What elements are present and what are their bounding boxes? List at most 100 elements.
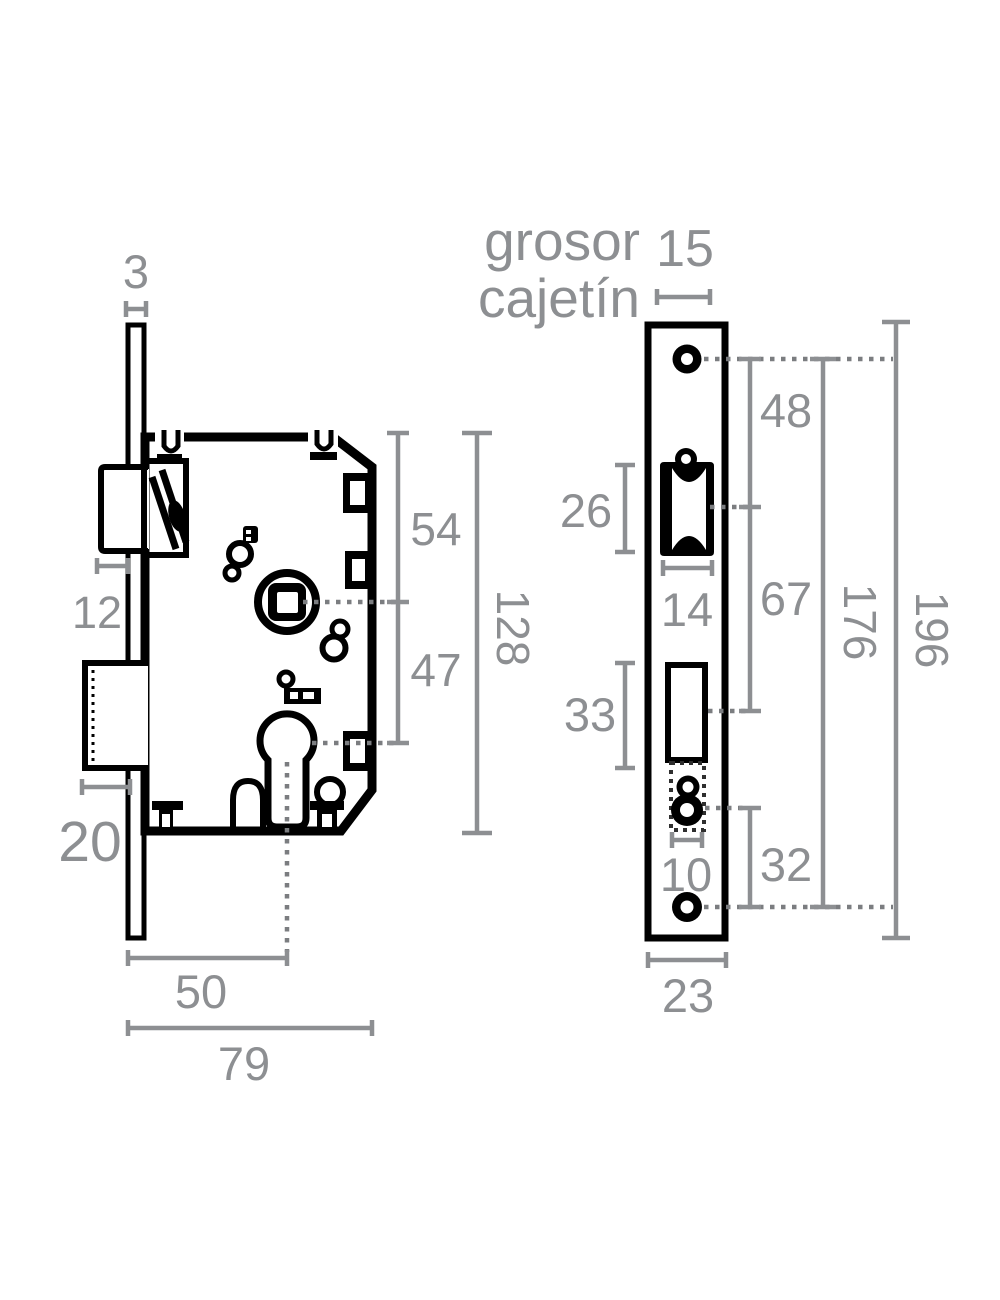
dim-label-10: 10: [660, 848, 712, 901]
deadbolt-outline: [82, 660, 148, 771]
latch-mechanism: [141, 458, 190, 558]
latch-box: [141, 458, 189, 558]
clip-hole: [350, 739, 365, 763]
foot-bar: [310, 801, 344, 810]
lever-block-hole-1: [246, 530, 251, 534]
cylinder-cutout: [669, 761, 706, 832]
latch-cutout-shape: [660, 462, 714, 556]
latch-screw-center: [681, 454, 691, 464]
dim-bracket: [387, 430, 409, 746]
lever-parts-right: [319, 618, 351, 663]
clip-hole: [352, 559, 365, 581]
latch-outline: [98, 464, 148, 554]
dim-bracket: [125, 950, 290, 966]
follower-square-hole: [277, 592, 298, 613]
dim-faceplate-width: 23: [645, 952, 729, 1022]
slide-bar-hole-1: [290, 692, 298, 699]
dim-bracket: [660, 560, 715, 576]
dim-case-thickness: 15: [654, 220, 714, 305]
latch-spring-1: [148, 475, 180, 551]
screw-hole-bottom: [672, 892, 702, 922]
faceplate-front: [644, 321, 729, 942]
dim-bracket: [669, 832, 705, 848]
dim-deadbolt-projection: 20: [58, 779, 133, 874]
dim-label-20: 20: [58, 810, 121, 874]
dim-bracket: [645, 952, 729, 968]
dim-bracket: [654, 289, 713, 305]
cylinder-hidden-outline: [669, 761, 706, 832]
deadbolt-fill: [86, 666, 148, 765]
dim-label-128: 128: [487, 590, 539, 667]
dim-label-196: 196: [906, 592, 958, 669]
dim-label-47: 47: [410, 644, 461, 696]
dim-latch-projection: 12: [72, 558, 131, 638]
note-line-1: grosor: [484, 210, 640, 272]
dim-cylinder-opening-width: 10: [660, 832, 712, 901]
foot-left: [152, 801, 183, 831]
dim-label-54: 54: [410, 503, 461, 555]
dim-label-33: 33: [564, 688, 616, 741]
dim-label-79: 79: [218, 1037, 270, 1090]
dim-label-23: 23: [662, 969, 714, 1022]
screw-center: [681, 353, 693, 365]
dim-bracket: [94, 558, 131, 574]
dim-case-depth: 79: [125, 1020, 375, 1090]
dim-faceplate-height: 196: [882, 319, 958, 941]
pin-large: [319, 633, 349, 663]
latch-tail: [168, 500, 186, 532]
dim-bracket: [123, 301, 149, 317]
latch-cutout: [660, 448, 714, 556]
deadbolt: [82, 660, 148, 771]
mounting-tab-top-left: [155, 429, 184, 462]
tab-hook: [161, 430, 181, 454]
euro-cylinder-profile: [256, 710, 318, 831]
lever-parts-lower: [276, 669, 321, 704]
foot-right: [310, 776, 346, 831]
cylinder-hole-large-center: [680, 803, 694, 817]
screw-center: [680, 900, 694, 914]
case-edge-clip-2: [345, 551, 373, 589]
screw-hole-top: [672, 344, 702, 374]
dim-bracket: [125, 1020, 375, 1036]
lever-block-hole-2: [246, 537, 251, 541]
foot-hole: [162, 814, 170, 827]
dim-faceplate-thickness: 3: [123, 245, 149, 317]
dimensions-side-view: 3 12 20 54 47 128 50 79: [58, 245, 539, 1090]
dim-bracket: [739, 356, 761, 714]
dim-cylinder-to-screw: 32: [739, 805, 812, 910]
case-edge-clip-1: [343, 473, 373, 513]
dim-bracket: [882, 319, 910, 941]
side-view: [82, 322, 398, 952]
tab-hook: [314, 430, 334, 452]
dim-backset: 50: [125, 950, 290, 1018]
dim-label-32: 32: [760, 838, 812, 891]
dim-screw-spacing: 176: [810, 356, 886, 910]
dim-label-67: 67: [760, 572, 812, 625]
dim-bracket: [810, 356, 836, 910]
foot-hole: [322, 814, 332, 827]
slide-bar: [284, 688, 321, 704]
dim-label-48: 48: [760, 384, 812, 437]
dim-label-50: 50: [175, 965, 227, 1018]
guard-arch: [230, 777, 266, 829]
cylinder-hole-small-center: [682, 781, 694, 793]
note-case-thickness: grosor cajetín: [478, 210, 640, 329]
lock-case-outline: [140, 432, 377, 836]
tab-base: [310, 452, 337, 460]
dim-bracket: [79, 779, 133, 795]
pin-tiny: [276, 669, 296, 689]
deadbolt-cutout: [665, 662, 708, 763]
dim-bracket: [615, 660, 635, 771]
note-line-2: cajetín: [478, 267, 640, 329]
lever-pin-small: [222, 563, 242, 583]
dim-top-to-follower-and-cylinder: 54 47: [387, 430, 462, 746]
dimensions-front-view: grosor cajetín 15 26 14 33 10 48 67: [478, 210, 958, 1022]
clip-hole: [350, 481, 365, 505]
dim-case-height: 128: [462, 430, 539, 836]
lever-parts-upper: [222, 526, 258, 583]
mounting-tab-top-right: [308, 429, 338, 460]
dim-bracket: [615, 462, 635, 555]
lever-pin-large: [226, 540, 254, 568]
dim-bracket: [462, 430, 492, 836]
